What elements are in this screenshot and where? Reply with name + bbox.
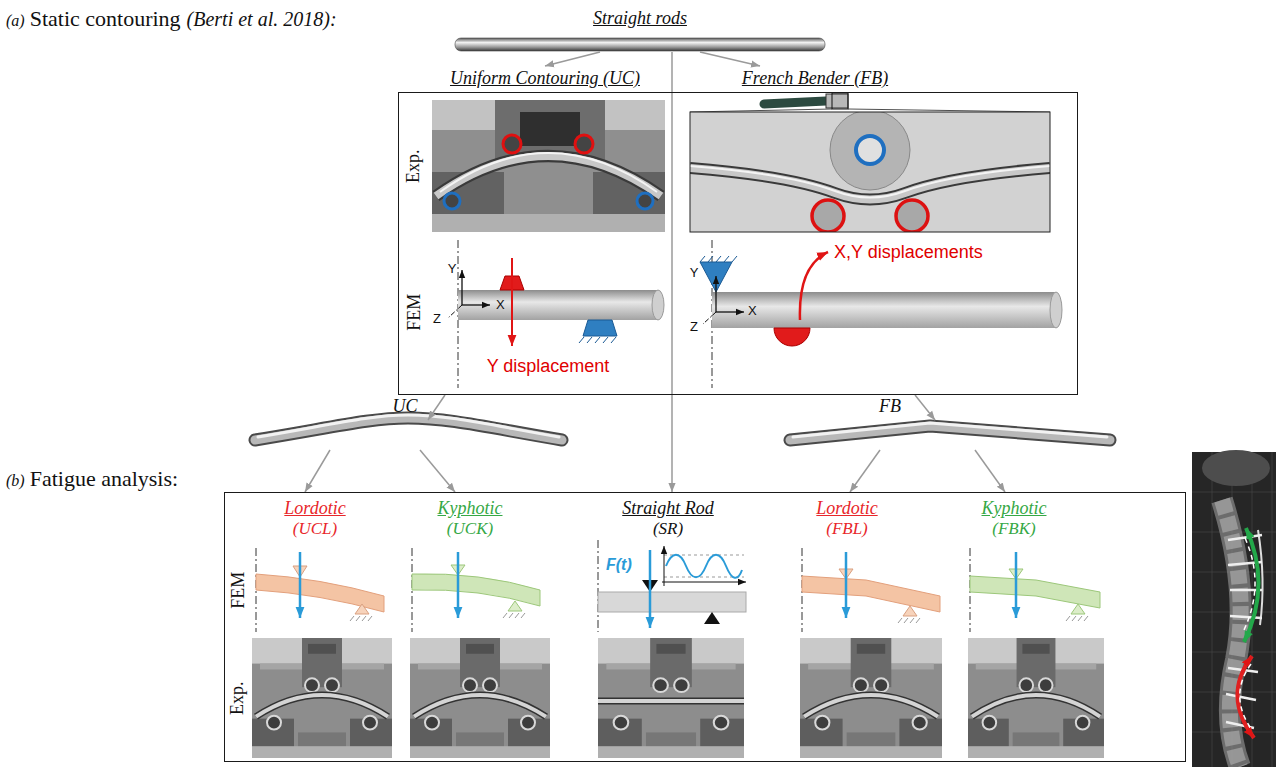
- node-label: French Bender (FB): [742, 68, 888, 89]
- flow-arrow: [700, 52, 760, 66]
- node-label: Lordotic: [816, 498, 877, 519]
- axis-label: Y: [690, 266, 699, 281]
- node-label: Straight rods: [593, 8, 687, 29]
- node-label: (SR): [653, 519, 683, 539]
- node-label: Kyphotic: [982, 498, 1047, 519]
- node-label: (FBK): [992, 519, 1035, 539]
- test-column: Kyphotic(UCK): [405, 492, 535, 762]
- citation: (Berti et al. 2018):: [187, 8, 337, 31]
- node-label: (UCL): [293, 519, 337, 539]
- node-label: Straight Rod: [622, 498, 714, 519]
- axis-label: X: [748, 304, 757, 319]
- method-column: French Bender (FB): [672, 66, 1078, 395]
- panel-letter: (b): [6, 472, 25, 490]
- flow-arrow: [545, 52, 600, 66]
- node-label: Exp.: [404, 149, 425, 183]
- flow-arrow: [420, 450, 455, 492]
- flow-arrow: [305, 450, 330, 492]
- force-label: F(t): [606, 556, 632, 574]
- node-label: (UCK): [447, 519, 493, 539]
- test-column: Straight Rod(SR): [590, 492, 746, 762]
- flow-arrow: [975, 450, 1005, 492]
- test-column: Kyphotic(FBK): [946, 492, 1082, 762]
- flow-arrow: [850, 450, 880, 492]
- test-column: Lordotic(UCL): [250, 492, 380, 762]
- axis-label: Z: [690, 320, 698, 335]
- test-column: Lordotic(FBL): [780, 492, 915, 762]
- fatigue-panel: FEMExp.Lordotic(UCL)Kyphotic(UCK)Straigh…: [224, 492, 1186, 762]
- section-title: Fatigue analysis:: [30, 466, 178, 491]
- node-label: Lordotic: [284, 498, 345, 519]
- axis-label: Y: [448, 262, 457, 277]
- node-label: Exp.: [228, 681, 249, 715]
- section-title: Static contouring: [30, 6, 181, 31]
- axis-label: X: [496, 298, 505, 313]
- flow-arrow: [428, 395, 445, 420]
- node-label: FEM: [228, 571, 249, 608]
- node-label: FB: [879, 396, 901, 417]
- axis-label: Z: [433, 312, 441, 327]
- flow-arrow: [671, 52, 673, 492]
- node-label: FEM: [404, 293, 425, 330]
- node-label: (FBL): [826, 519, 868, 539]
- displacement-label: X,Y displacements: [834, 242, 983, 263]
- node-label: Uniform Contouring (UC): [450, 68, 640, 89]
- displacement-label: Y displacement: [487, 356, 610, 377]
- node-label: UC: [392, 396, 417, 417]
- method-column: Uniform Contouring (UC): [430, 66, 672, 395]
- contoured-rod: UC: [250, 420, 570, 450]
- node-label: Kyphotic: [438, 498, 503, 519]
- contoured-rod: FB: [785, 420, 1115, 450]
- straight-rod-item: Straight rods: [455, 6, 825, 52]
- panel-letter: (a): [6, 12, 25, 30]
- flow-arrow: [915, 395, 935, 420]
